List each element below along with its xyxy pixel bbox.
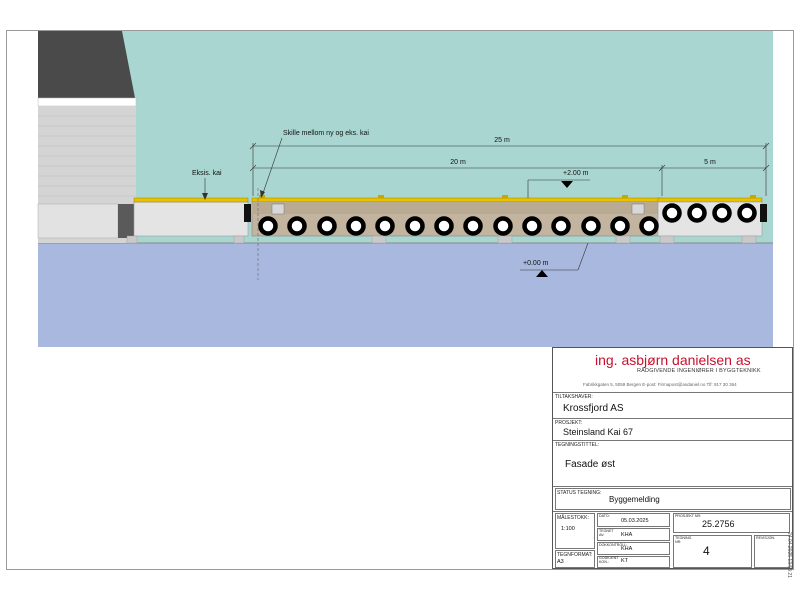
revisjon-label: REVISJON: [756,536,775,540]
tegnet-label: TEGNET AV: [599,529,614,537]
prosjektnr-label: PROSJEKT NR: [675,514,702,518]
dimension-new-section: 20 m [450,159,466,166]
tegnformat-value: A3 [557,559,564,565]
malestokk-value: 1:100 [561,526,575,532]
tegningstittel-value: Fasade øst [565,459,616,470]
prosjekt-label: PROSJEKT: [555,420,583,426]
title-block: ing. asbjørn danielsen as RÅDGIVENDE ING… [552,347,793,569]
level-marker-water: +0.00 m [520,242,589,277]
dimension-end-section: 5 m [704,159,716,166]
dimension-lines [249,142,770,196]
existing-quay [126,197,251,244]
prosjektnr-value: 25.2756 [702,519,735,529]
tegningstittel-label: TEGNINGSTITTEL: [555,442,600,448]
callout-existing-text: Eksis. kai [192,170,222,177]
dato-value: 05.03.2025 [621,518,649,524]
status-label: STATUS TEGNING: [557,490,602,496]
godkjent-label: GODKJENT KON.: [599,556,619,564]
kontrollert-label: DOKKONTROLL: [599,543,628,547]
callout-existing: Eksis. kai [192,170,222,200]
status-value: Byggemelding [609,495,660,504]
tiltakshaver-label: TILTAKSHAVER: [555,394,593,400]
tegnformat-label: TEGNFORMAT: [557,552,593,558]
tegnet-value: KHA [621,532,633,538]
prosjekt-value: Steinsland Kai 67 [563,427,634,437]
dimension-total: 25 m [494,137,510,144]
dato-label: DATO: [599,514,610,518]
new-quay-section [251,195,663,244]
drawing-sheet-border [6,30,794,570]
water-area [38,243,773,347]
godkjent-value: KT [621,558,629,564]
company-subtitle: RÅDGIVENDE INGENIØRER I BYGGTEKNIKK [637,368,761,374]
tegningnr-label: TEGNING NR: [675,536,692,544]
existing-building [37,31,137,243]
company-address: Fabrikkgaten 5, 5059 Bergen E-post: Firm… [583,382,737,387]
tyre-fenders [258,203,757,236]
level-water-text: +0.00 m [523,260,549,267]
kontrollert-value: KHA [621,546,633,552]
callout-separation: Skille mellom ny og eks. kai [260,130,369,198]
tiltakshaver-value: Krossfjord AS [563,403,624,414]
malestokk-label: MÅLESTOKK: [557,515,589,521]
company-name: ing. asbjørn danielsen as [595,352,751,368]
level-top-text: +2.00 m [563,170,589,177]
print-timestamp: 24.04.2025 13:53:21 [786,532,792,578]
tegningnr-value: 4 [703,544,710,558]
level-marker-top: +2.00 m [527,170,590,198]
callout-separation-text: Skille mellom ny og eks. kai [283,130,369,137]
